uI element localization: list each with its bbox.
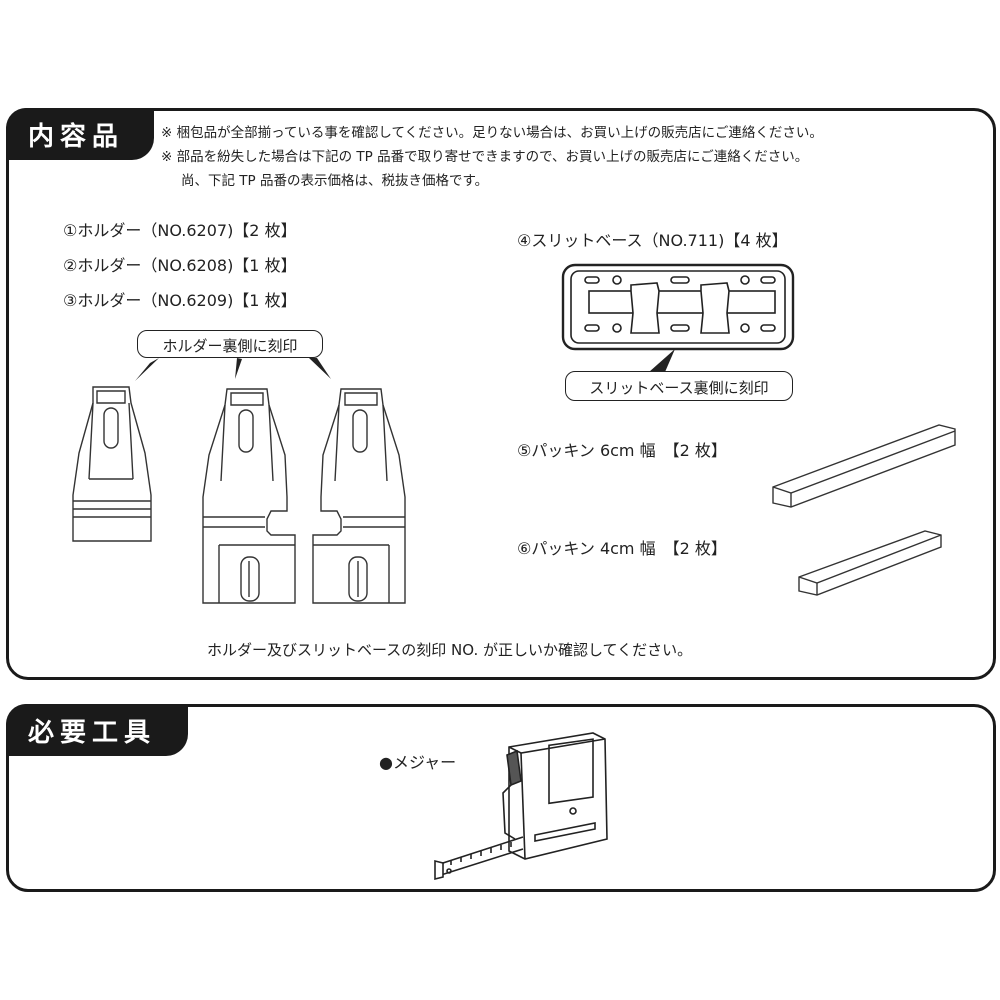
contents-panel: 内容品 ※ 梱包品が全部揃っている事を確認してください。足りない場合は、お買い上…: [6, 108, 996, 680]
packing-4cm-label: ⑥パッキン 4cm 幅 【2 枚】: [517, 539, 727, 558]
note-tax-excluded: 尚、下記 TP 品番の表示価格は、税抜き価格です。: [181, 173, 489, 189]
packing-6cm-label: ⑤パッキン 6cm 幅 【2 枚】: [517, 441, 727, 460]
slit-base-label: ④スリットベース（NO.711)【4 枚】: [517, 231, 788, 250]
holder-6208-label: ②ホルダー（NO.6208)【1 枚】: [63, 256, 297, 275]
tools-heading: 必要工具: [6, 704, 188, 756]
note-lost-parts: ※ 部品を紛失した場合は下記の TP 品番で取り寄せできますので、お買い上げの販…: [161, 149, 809, 165]
packing-4cm-icon: [798, 530, 942, 596]
contents-heading: 内容品: [6, 108, 154, 160]
holder-6209-label: ③ホルダー（NO.6209)【1 枚】: [63, 291, 297, 310]
tape-measure-icon: [434, 732, 608, 881]
slit-base-icon: [561, 263, 795, 351]
note-check-contents: ※ 梱包品が全部揃っている事を確認してください。足りない場合は、お買い上げの販売…: [161, 125, 823, 141]
holder-6209-icon: [312, 388, 406, 604]
slit-base-callout-pointer: [649, 349, 675, 372]
holder-6207-label: ①ホルダー（NO.6207)【2 枚】: [63, 221, 297, 240]
holder-6208-icon: [202, 388, 296, 604]
holder-callout-pointers: [135, 358, 331, 381]
holder-6207-icon: [72, 386, 152, 542]
packing-6cm-icon: [772, 424, 956, 508]
tools-panel: 必要工具 ●メジャー: [6, 704, 996, 892]
engraving-check-note: ホルダー及びスリットベースの刻印 NO. が正しいか確認してください。: [207, 641, 693, 659]
tape-measure-label: ●メジャー: [379, 753, 457, 772]
holder-engraving-callout: ホルダー裏側に刻印: [137, 330, 323, 358]
slit-base-engraving-callout: スリットベース裏側に刻印: [565, 371, 793, 401]
